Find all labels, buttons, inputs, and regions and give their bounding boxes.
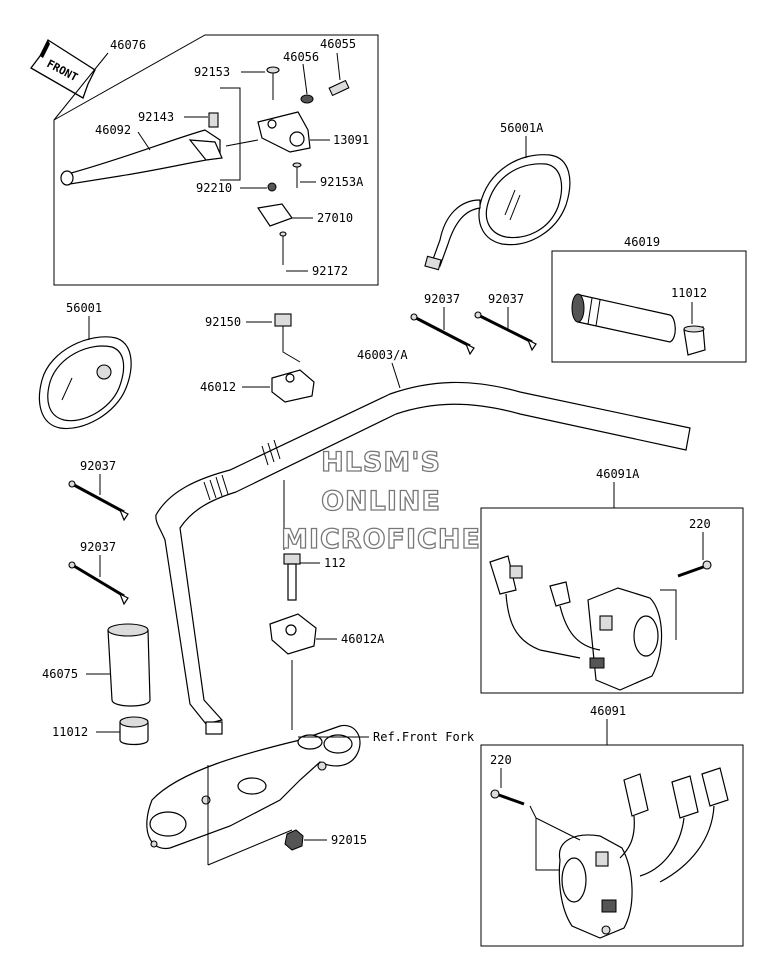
label-92037-d: 92037	[80, 540, 116, 554]
screw-220-bottom	[490, 789, 525, 806]
wiring-connector-46091a	[489, 555, 601, 659]
label-46055: 46055	[320, 37, 356, 51]
watermark: HLSM'S ONLINE MICROFICHE	[280, 446, 481, 555]
frame-leader	[53, 52, 109, 121]
label-46019: 46019	[624, 235, 660, 249]
label-46076: 46076	[110, 38, 146, 52]
label-92037-c: 92037	[80, 459, 116, 473]
label-ref-front-fork: Ref.Front Fork	[373, 730, 475, 744]
label-92037-b: 92037	[488, 292, 524, 306]
screw-220-top	[677, 560, 712, 578]
clutch-lever-46092	[60, 129, 223, 186]
lever-assembly-frame	[53, 34, 379, 286]
label-92153a: 92153A	[320, 175, 364, 189]
cable-tie-92037-a	[410, 313, 475, 356]
switch-46091a-frame	[480, 507, 744, 694]
upper-triple-clamp	[146, 724, 361, 866]
switch-27010	[256, 203, 293, 227]
label-46092: 46092	[95, 123, 131, 137]
switch-46091-guide	[529, 805, 560, 871]
label-56001: 56001	[66, 301, 102, 315]
label-11012-bottom: 11012	[52, 725, 88, 739]
label-92153: 92153	[194, 65, 230, 79]
pivot-guide-bracket	[220, 87, 241, 181]
handlebar-46003a	[155, 381, 691, 735]
label-92143: 92143	[138, 110, 174, 124]
cable-tie-92037-c	[68, 480, 129, 522]
label-92037-a: 92037	[424, 292, 460, 306]
screw-92153	[266, 66, 280, 100]
label-46056: 46056	[283, 50, 319, 64]
grip-frame	[551, 250, 747, 363]
lever-centerline	[225, 139, 259, 147]
bolt-46055	[328, 79, 350, 97]
label-92150: 92150	[205, 315, 241, 329]
lever-holder-13091	[257, 111, 311, 153]
watermark-line-2: ONLINE	[321, 486, 441, 517]
clamp-guide	[282, 340, 301, 363]
screw-92172	[279, 231, 287, 265]
cable-tie-92037-b	[474, 311, 537, 352]
front-arrow: FRONT	[30, 39, 96, 99]
label-220-top: 220	[689, 517, 711, 531]
switch-housing-46091a	[587, 587, 663, 691]
clamp-46012	[271, 369, 315, 403]
label-46091: 46091	[590, 704, 626, 718]
nut-92210	[267, 182, 277, 192]
switch-46091a-guide	[660, 589, 677, 640]
label-92172: 92172	[312, 264, 348, 278]
label-27010: 27010	[317, 211, 353, 225]
label-46012a: 46012A	[341, 632, 385, 646]
label-56001a: 56001A	[500, 121, 544, 135]
switch-46091-frame	[480, 744, 744, 947]
wiring-connectors-46091	[619, 767, 729, 883]
label-46091a: 46091A	[596, 467, 640, 481]
watermark-line-1: HLSM'S	[321, 447, 441, 478]
label-46003a: 46003/A	[357, 348, 408, 362]
nut-92015	[284, 829, 304, 851]
label-92015: 92015	[331, 833, 367, 847]
label-13091: 13091	[333, 133, 369, 147]
cap-11012-bottom	[119, 716, 149, 746]
mirror-56001a	[424, 154, 571, 271]
mirror-56001	[38, 336, 132, 430]
grip-46075	[107, 623, 151, 707]
pivot-bolt-92143	[208, 112, 219, 128]
watermark-line-3: MICROFICHE	[281, 524, 481, 555]
label-92210: 92210	[196, 181, 232, 195]
label-112: 112	[324, 556, 346, 570]
cable-tie-92037-d	[68, 561, 129, 606]
label-220-bottom: 220	[490, 753, 512, 767]
label-46012: 46012	[200, 380, 236, 394]
switch-housing-46091	[558, 834, 633, 939]
bolt-92150	[274, 313, 292, 340]
clamp-46012a	[269, 613, 317, 655]
bolt-112	[283, 553, 301, 601]
cap-11012-top	[683, 325, 706, 356]
label-46075: 46075	[42, 667, 78, 681]
label-11012-top: 11012	[671, 286, 707, 300]
screw-92153a	[292, 162, 302, 188]
washer-46056	[300, 94, 314, 104]
grip-46019	[571, 293, 676, 343]
